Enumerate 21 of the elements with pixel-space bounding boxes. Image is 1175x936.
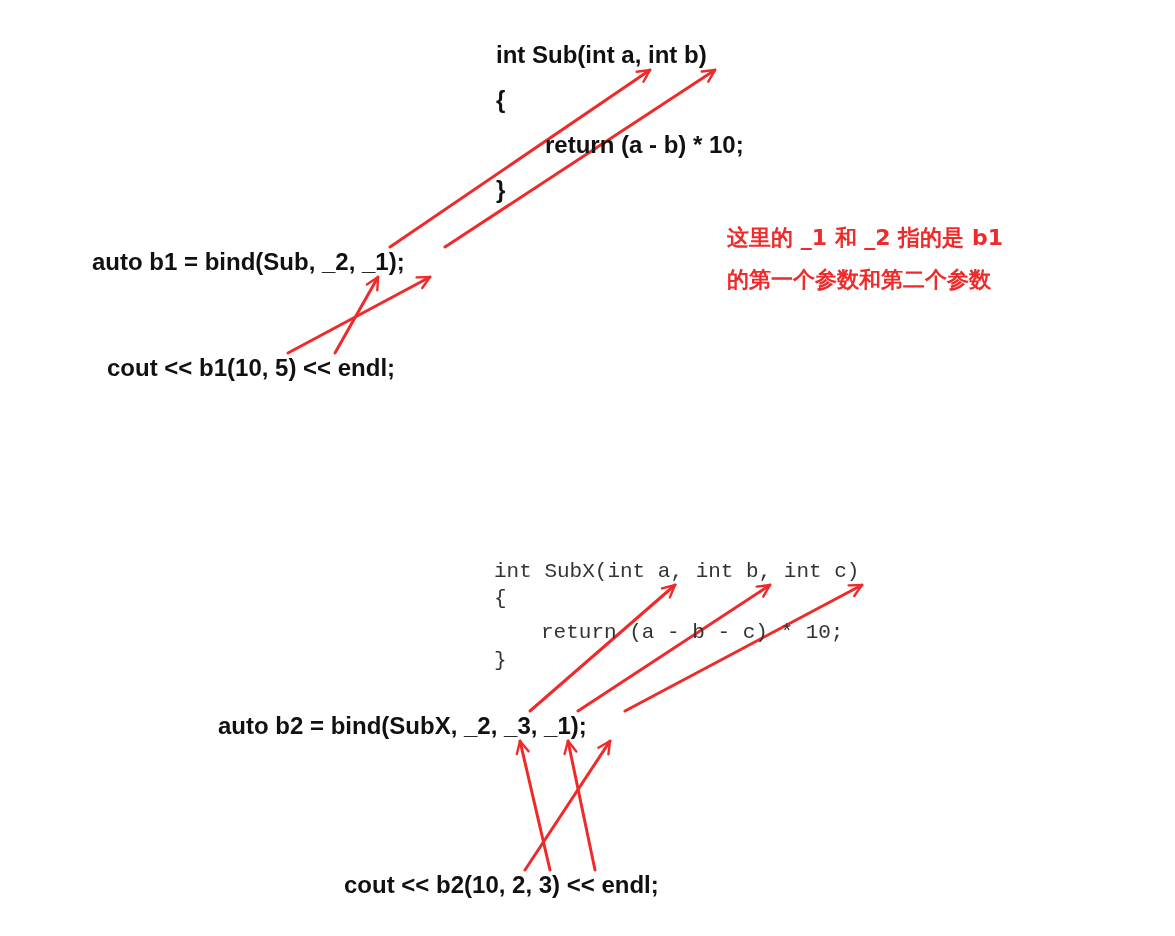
arrow [523, 739, 612, 872]
arrow [576, 583, 772, 713]
note-text: 这里的 _1 和 _2 指的是 b1的第一个参数和第二个参数 [727, 224, 1004, 294]
code-line: auto b2 = bind(SubX, _2, _3, _1); [218, 711, 587, 741]
code-line: int SubX(int a, int b, int c) [494, 558, 860, 585]
arrow [515, 739, 552, 872]
code-line: cout << b1(10, 5) << endl; [107, 353, 396, 383]
arrow [443, 68, 717, 249]
code-line: } [496, 175, 506, 205]
arrow [623, 583, 864, 713]
code-line: } [494, 648, 507, 674]
code-line: cout << b2(10, 2, 3) << endl; [344, 870, 659, 900]
code-line: { [496, 85, 506, 115]
arrow [563, 739, 597, 872]
code-line: auto b1 = bind(Sub, _2, _1); [92, 247, 405, 277]
arrow [286, 275, 432, 355]
code-line: int Sub(int a, int b) [496, 40, 707, 70]
arrow [388, 68, 652, 249]
arrow [528, 583, 677, 713]
code-line: { [494, 586, 507, 612]
arrow [333, 275, 380, 355]
